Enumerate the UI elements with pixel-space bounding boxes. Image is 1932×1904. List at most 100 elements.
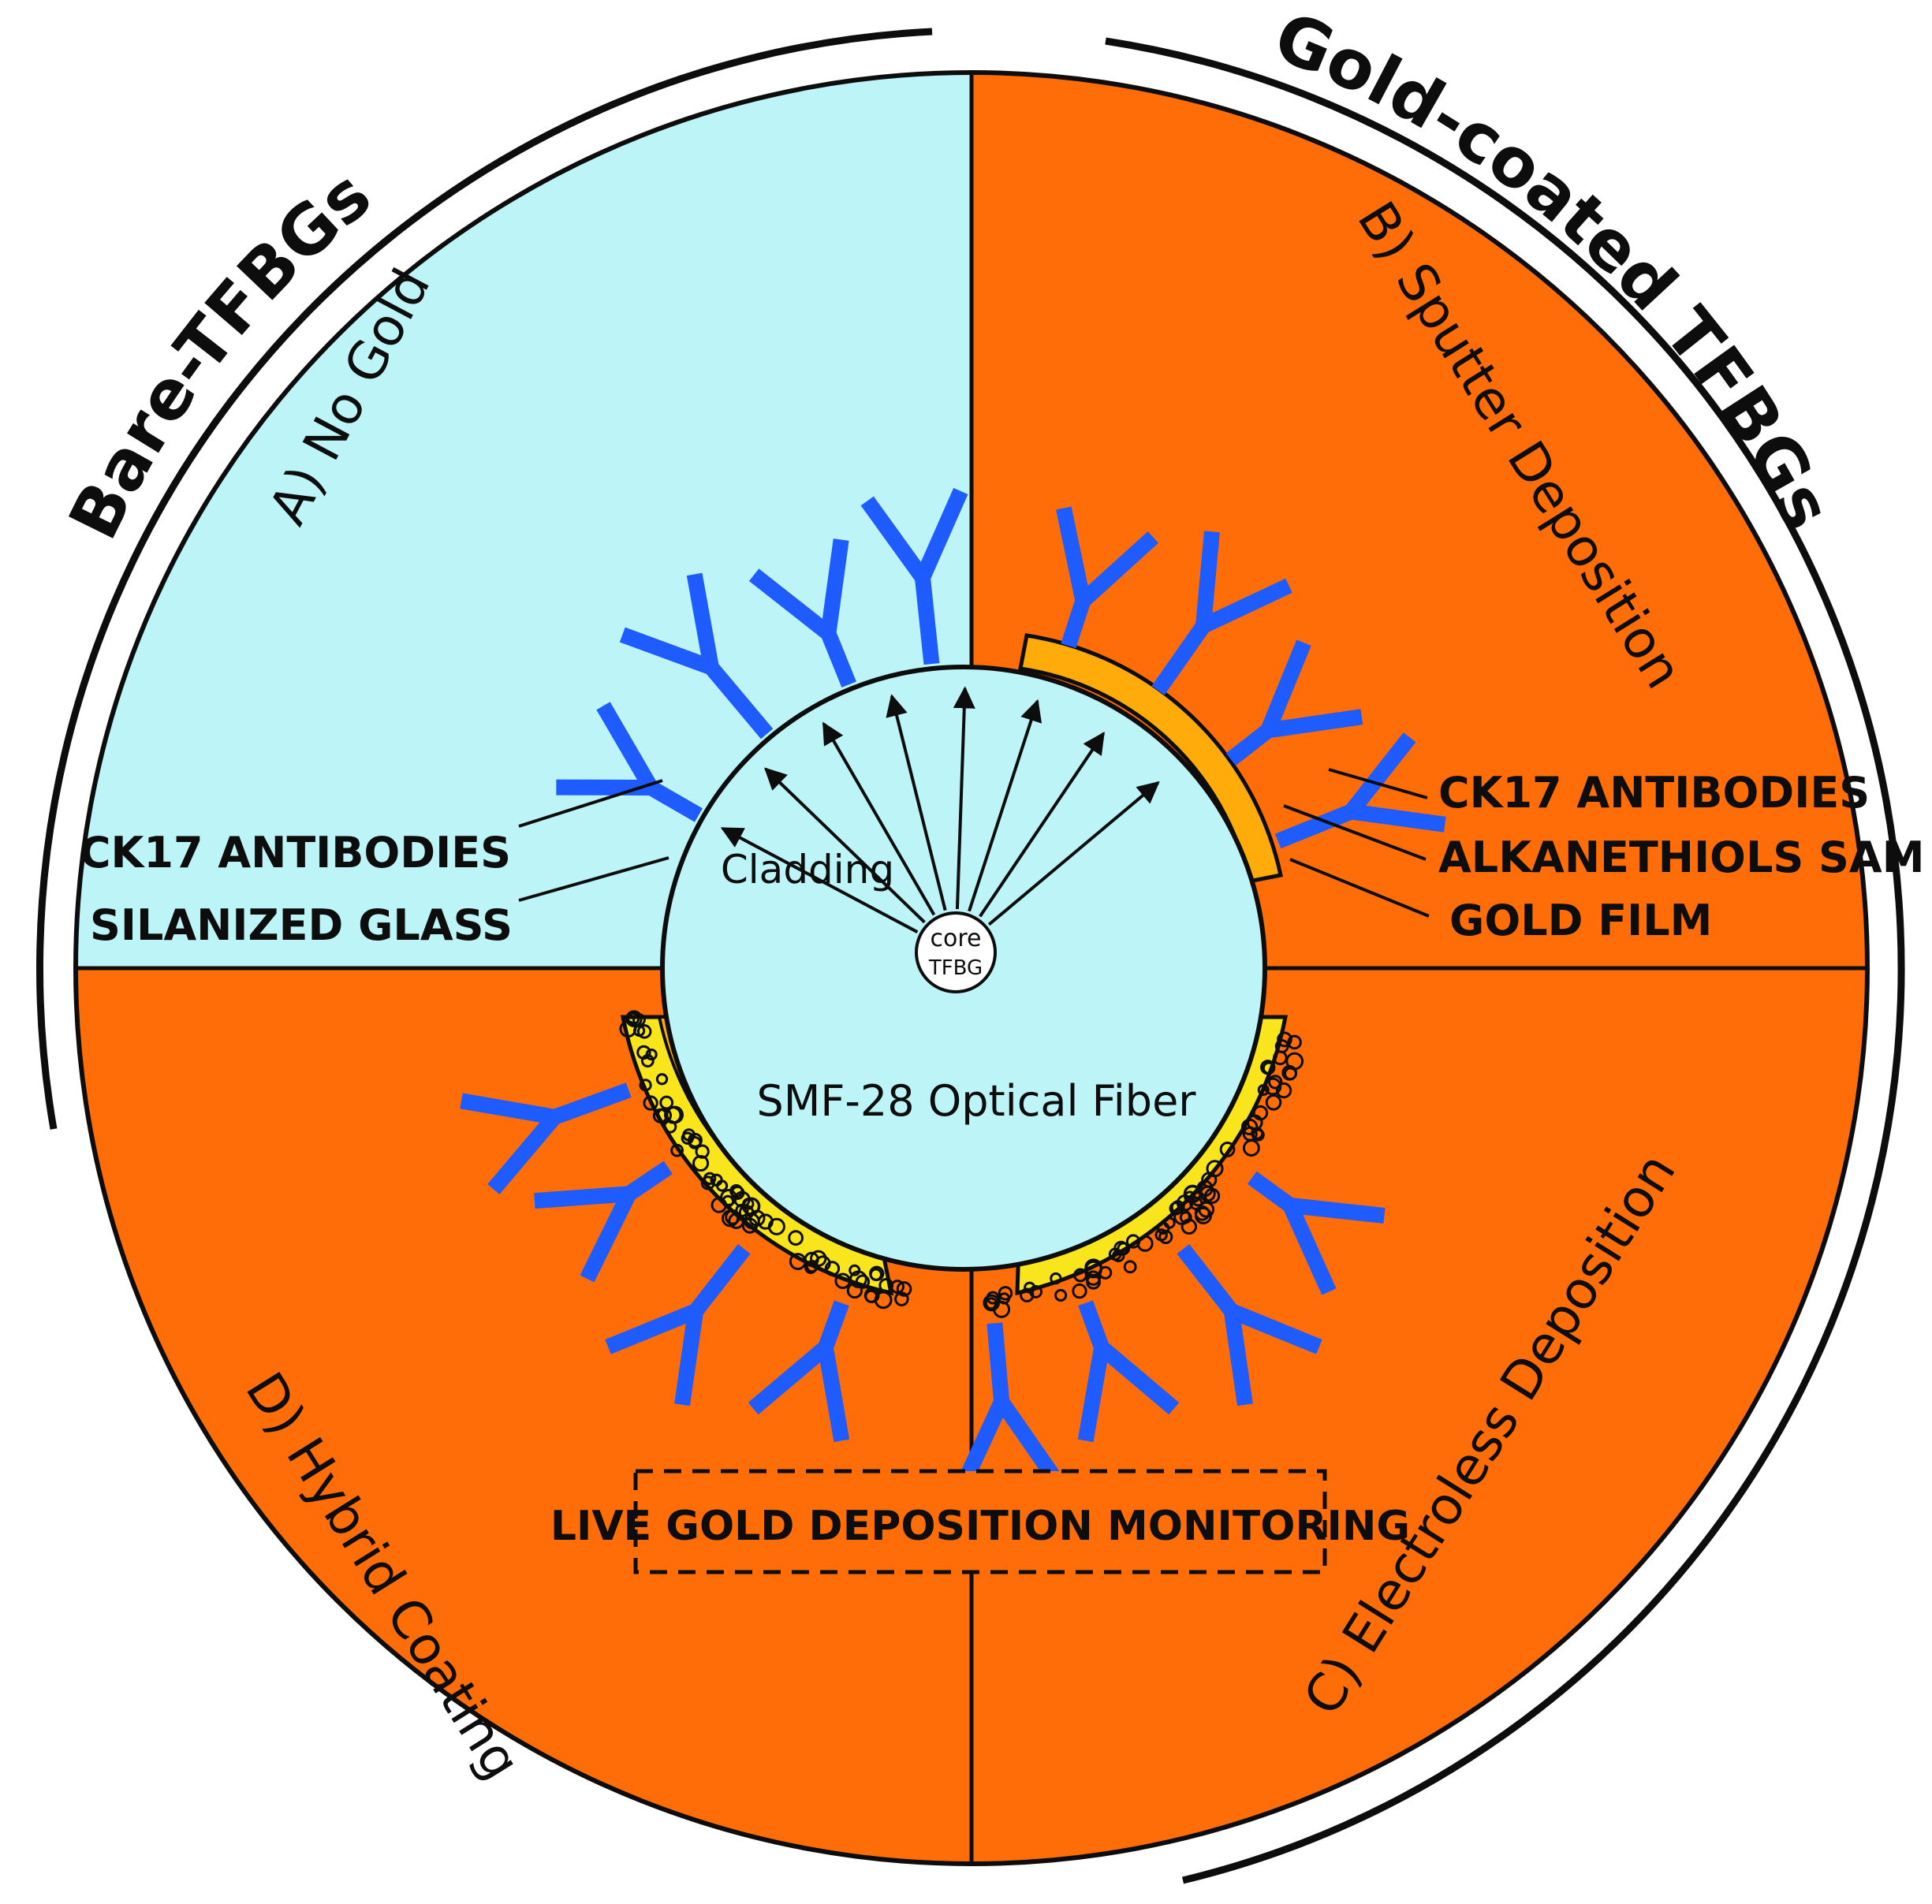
porous-dot [700,1176,715,1190]
porous-dot [1240,1118,1259,1136]
light-ray-arrow [979,731,1105,918]
antibody-y [1247,1171,1386,1295]
porous-dot [1257,1083,1270,1096]
porous-dot [804,1261,818,1274]
porous-dot [1050,1272,1062,1285]
porous-dot [815,1255,831,1272]
porous-dot [1125,1234,1141,1249]
porous-dot [636,1045,651,1060]
porous-dot [1287,1034,1302,1050]
bare-group-bracket [35,28,933,1130]
porous-dot [1170,1200,1185,1215]
porous-dot [810,1250,827,1267]
light-ray-arrow [822,721,936,916]
porous-dot [1020,1287,1035,1302]
antibody-y [860,487,968,665]
light-ray-arrow [953,686,975,910]
porous-dot [757,1213,774,1230]
antibody-y [1274,732,1446,849]
antibody-y [1077,1300,1180,1443]
right-antibodies-label: CK17 ANTIBODIES [1438,768,1870,818]
gold-group-bracket [1105,37,1905,1884]
right-antibodies-leader [1328,768,1428,799]
fiber-label: SMF-28 Optical Fiber [756,1076,1196,1126]
porous-dot [730,1186,745,1200]
antibody-group [460,487,1446,1492]
porous-dot [1098,1265,1113,1280]
porous-dot [1123,1260,1137,1274]
monitoring-label: LIVE GOLD DEPOSITION MONITORING [550,1503,1410,1550]
porous-dot [1180,1218,1198,1235]
antibody-y [1177,1244,1322,1407]
porous-dot [998,1292,1011,1305]
antibody-y [605,1244,751,1407]
sputter-gold-film [1018,633,1283,884]
porous-dot [663,1120,677,1134]
porous-dot [849,1264,861,1276]
porous-dot [1201,1172,1218,1188]
antibody-y [1151,531,1292,695]
outer-disk-border [73,70,1870,1866]
porous-dot [1108,1247,1122,1261]
porous-dot [1268,1075,1283,1090]
light-rays [720,686,1160,933]
porous-dot [894,1291,909,1306]
light-ray-arrow [764,767,926,924]
porous-dot [1219,1142,1236,1157]
porous-dot [645,1048,658,1061]
porous-dot [627,1012,640,1026]
antibody-y [1056,506,1159,649]
porous-dot [670,1143,684,1157]
porous-dot [625,1010,643,1027]
porous-dot [1183,1184,1202,1203]
light-ray-arrow [720,826,919,933]
porous-dot [729,1184,744,1198]
porous-dot [984,1297,998,1310]
light-ray-arrow [886,694,947,911]
porous-dot [998,1286,1013,1301]
antibody-y [460,1082,632,1194]
cladding-label: Cladding [721,847,894,892]
porous-dot [1265,1094,1282,1111]
porous-dot [1242,1139,1260,1157]
porous-dot [655,1073,669,1086]
porous-dot [742,1197,761,1216]
core-label: core [931,925,982,952]
porous-dot [636,1024,652,1039]
porous-dot [864,1289,878,1303]
antibody-y [954,1322,1062,1492]
porous-dot [846,1282,863,1299]
porous-dot [1054,1288,1068,1302]
porous-dot [789,1253,807,1270]
porous-dot [869,1268,883,1281]
antibody-y [748,538,856,687]
porous-dot [652,1108,668,1123]
porous-dot [1024,1281,1036,1294]
antibody-y [619,572,774,740]
porous-dot [878,1277,894,1293]
left-glass-label: SILANIZED GLASS [90,900,513,950]
porous-dot [632,1024,646,1037]
porous-dot [855,1274,871,1289]
right-sam-leader [1283,804,1427,861]
porous-dot [1277,1031,1292,1048]
antibody-y [534,1161,673,1283]
porous-dot [983,1294,1001,1312]
porous-dot [639,1079,652,1092]
right-gold-label: GOLD FILM [1449,896,1712,945]
antibody-y [1225,639,1363,766]
right-gold-leader [1289,858,1430,918]
antibody-y [556,702,703,822]
monitoring-box [633,1469,1327,1574]
left-antibodies-leader [518,779,663,828]
porous-dot [1198,1201,1215,1218]
porous-dot [1251,1128,1265,1142]
porous-dot [1158,1229,1173,1244]
light-ray-arrow [987,781,1160,926]
antibody-y [748,1300,850,1443]
fiber-core [915,911,997,993]
porous-dot [1073,1268,1087,1283]
porous-dot [834,1272,852,1290]
porous-dot [1247,1114,1263,1131]
